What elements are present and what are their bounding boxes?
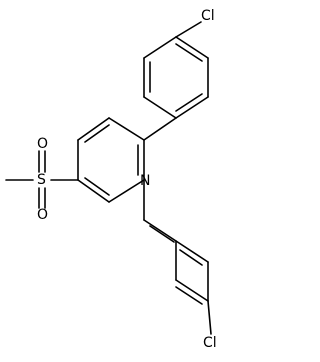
upper-aryl-bond-ortho-ipso-b-inner — [175, 93, 203, 112]
oxygen-label-bottom: O — [37, 207, 48, 223]
chlorine-label-bottom: Cl — [203, 335, 217, 351]
bond-layer — [5, 21, 212, 335]
pyridine-bond-c3-c4-inner — [84, 124, 110, 143]
oxygen-label-top: O — [37, 136, 48, 152]
pyridine-bond-c6-n1 — [108, 179, 145, 203]
upper-aryl-bond-para-meta-b — [175, 36, 209, 59]
pyridine-bond-c5-c6 — [77, 179, 110, 203]
upper-aryl-bond-ipso-ortho-a — [143, 96, 177, 119]
lower-aryl-bond-meta-ortho-b — [175, 240, 209, 263]
pyridine-bond-c2-c3 — [108, 117, 145, 141]
pyridine-bond-c5-c6-inner — [84, 177, 110, 196]
chlorine-label-top: Cl — [201, 8, 215, 24]
lower-aryl-bond-to-chlorine — [207, 300, 212, 335]
pyridine-bond-c3-c4 — [77, 117, 110, 141]
pyridine-nitrogen-label: N — [140, 173, 150, 189]
upper-aryl-bond-para-meta-b-inner — [175, 43, 203, 62]
lower-aryl-bond-meta-para — [175, 279, 209, 302]
chemical-structure-diagram: Cl Cl N S O O — [5, 8, 217, 351]
lower-aryl-bond-meta-ortho-b-inner — [179, 249, 203, 266]
lower-aryl-bond-ipso-ortho-a-inner — [149, 225, 175, 243]
upper-aryl-bond-ortho-ipso-b — [175, 96, 209, 119]
sulfur-label: S — [37, 172, 46, 188]
upper-aryl-bond-to-chlorine — [175, 21, 202, 38]
lower-aryl-bond-meta-para-inner — [175, 286, 203, 305]
upper-aryl-bond-to-pyridine — [143, 117, 177, 141]
lower-aryl-bond-ipso-ortho-a — [143, 219, 177, 242]
atom-label-layer: Cl Cl N S O O — [37, 8, 217, 351]
upper-aryl-bond-meta-para-a — [143, 36, 177, 59]
